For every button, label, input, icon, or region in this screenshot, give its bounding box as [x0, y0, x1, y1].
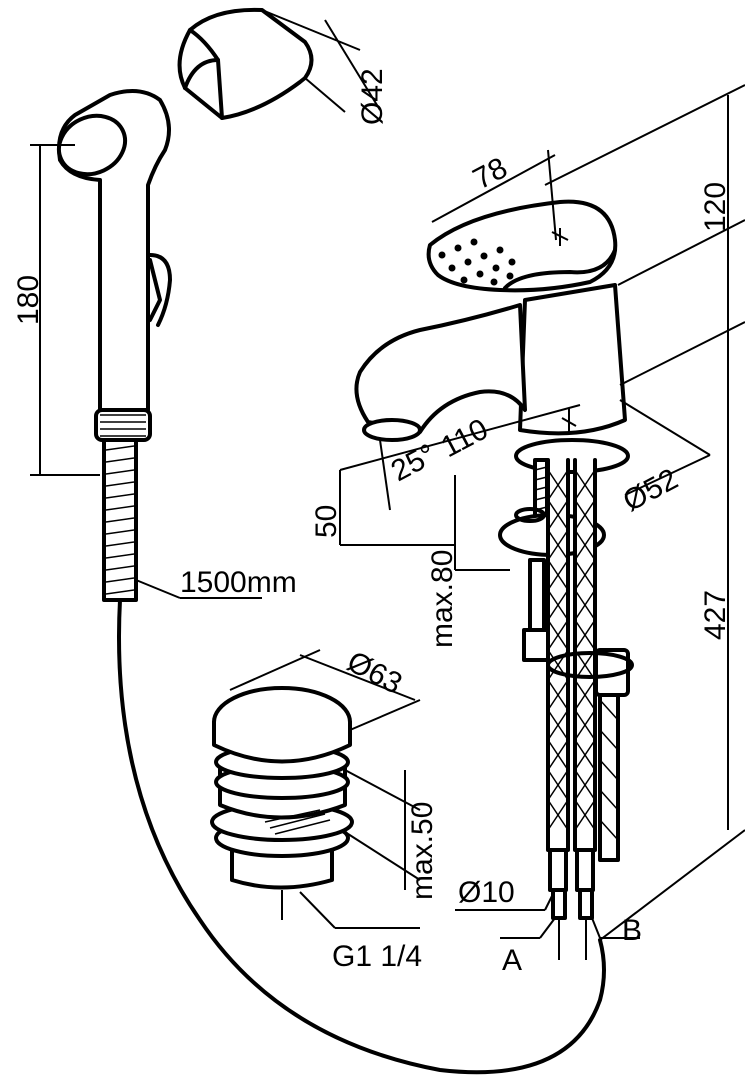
hand-shower [30, 89, 172, 602]
holder-diameter-label: Ø42 [356, 68, 389, 125]
hose-diameter-label: Ø10 [458, 876, 515, 909]
mixer-height-label: 120 [699, 182, 732, 232]
supply-b-label: B [622, 914, 642, 947]
waste-thread-label: G1 1/4 [332, 940, 422, 973]
waste-max-label: max.50 [406, 802, 439, 900]
shower-hose [117, 598, 606, 1075]
spout-clearance-label: 50 [310, 505, 343, 538]
waste-dimension-lines [229, 649, 640, 939]
handle-dots [438, 238, 516, 286]
shower-length-label: 180 [12, 275, 45, 325]
hose-length-label: 1500mm [180, 566, 297, 599]
wall-holder [177, 7, 381, 120]
handle-length-label: 78 [468, 151, 513, 196]
body-diameter-label: Ø52 [618, 462, 684, 518]
basin-mixer [354, 199, 634, 960]
supply-a-label: A [502, 944, 522, 977]
total-height-label: 427 [699, 590, 732, 640]
spout-reach-label: 110 [436, 413, 494, 465]
mixer-dimension-lines [339, 84, 745, 941]
max-deck-label: max.80 [426, 550, 459, 648]
pop-up-waste [210, 686, 354, 920]
